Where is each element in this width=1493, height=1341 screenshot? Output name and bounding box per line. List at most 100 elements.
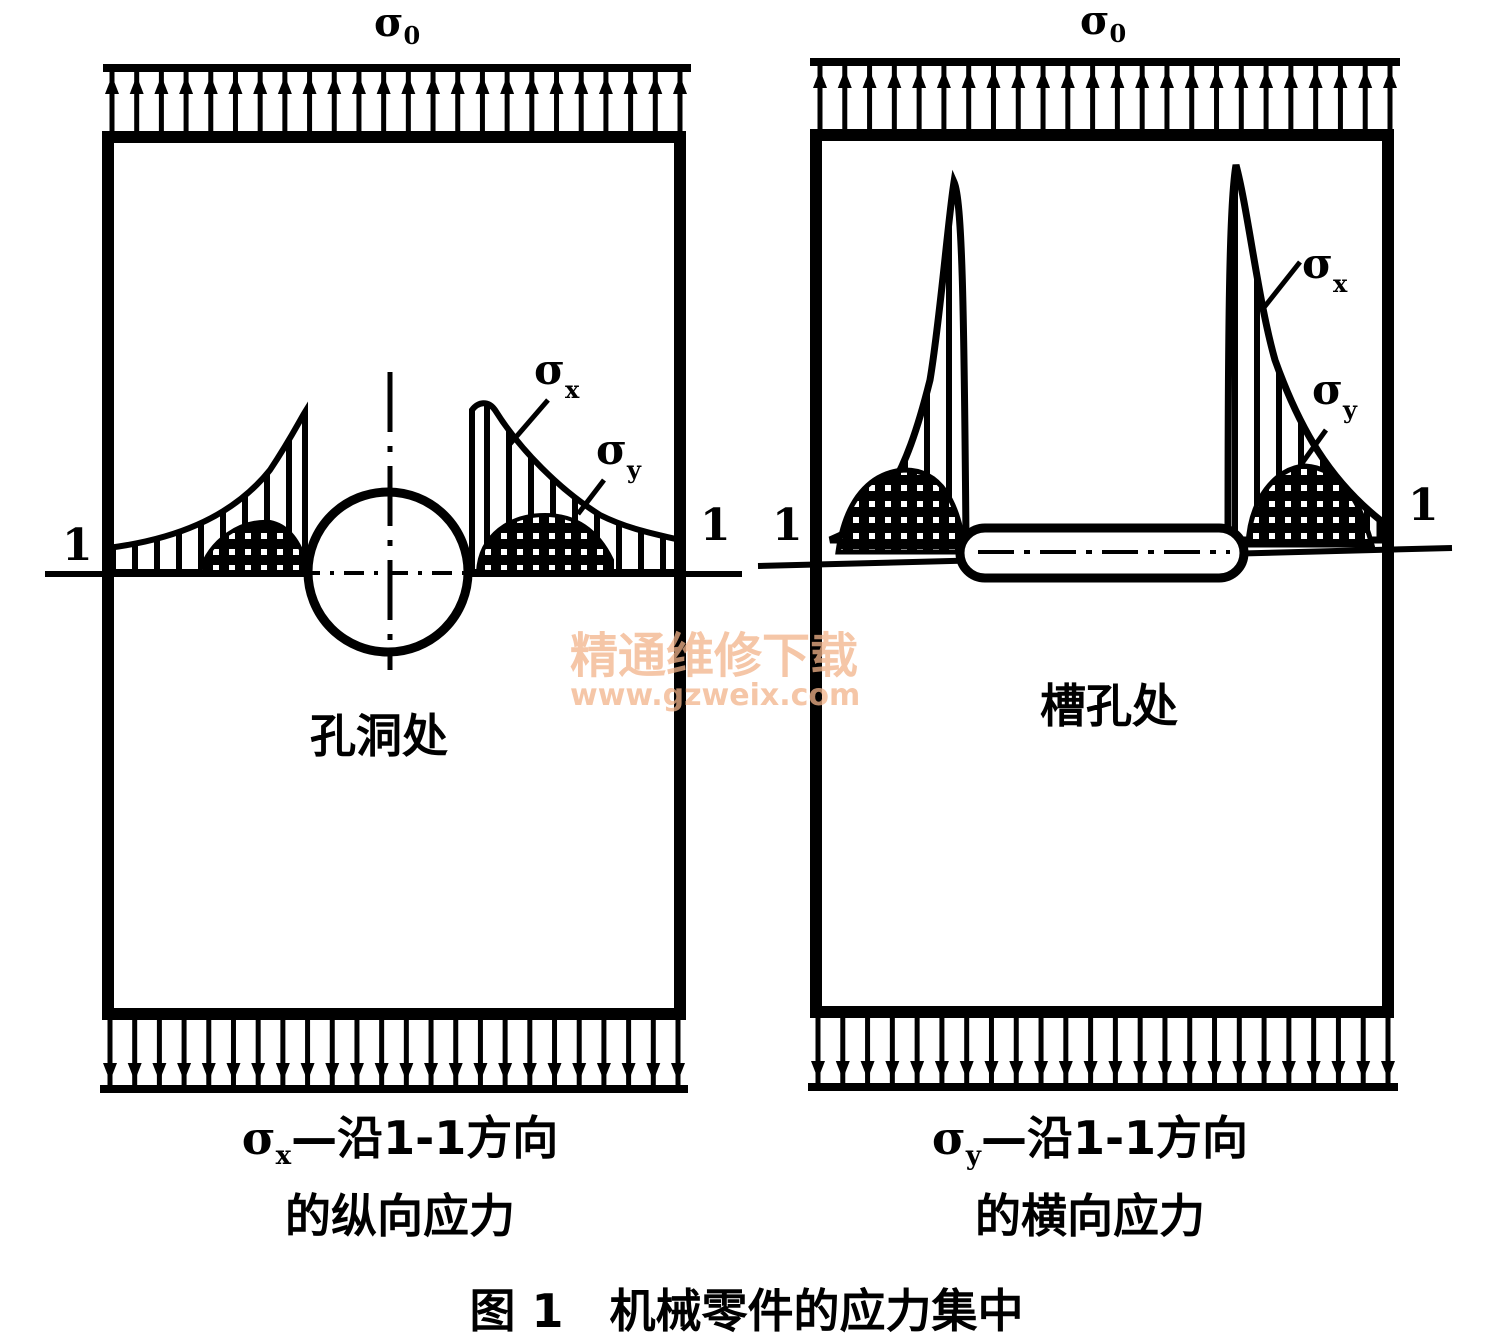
load-arrow-head: [228, 76, 243, 94]
load-arrow-head: [885, 1061, 900, 1079]
load-arrow-head: [959, 1061, 974, 1079]
right-plate: [810, 129, 1394, 1018]
right-caption-line1: σy—沿1-1方向: [840, 1108, 1340, 1186]
load-arrow-head: [1333, 70, 1348, 88]
load-arrow-head: [300, 1063, 315, 1081]
load-arrow-head: [986, 70, 1001, 88]
watermark: 精通维修下载 www.gzweix.com: [570, 628, 860, 713]
load-arrow-head: [349, 1063, 364, 1081]
right-sigma-y-leader: [1297, 428, 1329, 468]
load-arrow-head: [129, 76, 144, 94]
load-arrow-head: [1108, 1061, 1123, 1079]
right-sigma-x-leader: [1260, 260, 1302, 312]
load-arrow-head: [860, 1061, 875, 1079]
right-top-load-bar: [810, 58, 1400, 66]
right-panel: σ0 1 1 σx σy 槽孔处: [757, 0, 1453, 1091]
load-arrow-head: [103, 1063, 117, 1081]
load-arrow-head: [574, 76, 589, 94]
load-arrow-head: [399, 1063, 414, 1081]
load-arrow-head: [1331, 1061, 1346, 1079]
load-arrow-head: [1011, 70, 1026, 88]
left-section-label-right: 1: [700, 500, 731, 551]
load-arrow-head: [596, 1063, 611, 1081]
right-bottom-load-arrows: [811, 1016, 1395, 1083]
load-arrow-head: [547, 1063, 562, 1081]
left-caption-text1: —沿1-1方向: [291, 1111, 559, 1165]
load-arrow-head: [598, 76, 613, 94]
load-arrow-head: [623, 76, 638, 94]
load-arrow-head: [1133, 1061, 1148, 1079]
load-arrow-head: [1257, 1061, 1272, 1079]
load-arrow-head: [1058, 1061, 1073, 1079]
load-arrow-head: [862, 70, 877, 88]
load-arrow-head: [813, 70, 827, 88]
watermark-title: 精通维修下载: [570, 628, 858, 684]
load-arrow-head: [524, 76, 539, 94]
right-sigma-x-right-peak: [1224, 164, 1384, 544]
load-arrow-head: [1358, 70, 1373, 88]
load-arrow-head: [1209, 70, 1224, 88]
load-arrow-head: [351, 76, 366, 94]
right-section-label-left: 1: [772, 500, 803, 551]
load-arrow-head: [424, 1063, 439, 1081]
right-sigma-y-left-lobe: [835, 467, 968, 555]
load-arrow-head: [1232, 1061, 1247, 1079]
watermark-url: www.gzweix.com: [570, 678, 860, 713]
load-arrow-head: [1085, 70, 1100, 88]
load-arrow-head: [179, 76, 194, 94]
load-arrow-head: [1306, 1061, 1321, 1079]
left-top-load-bar: [103, 64, 691, 72]
load-arrow-head: [325, 1063, 340, 1081]
load-arrow-head: [201, 1063, 216, 1081]
left-section-label-left: 1: [62, 520, 93, 571]
load-arrow-head: [450, 76, 465, 94]
right-panel-caption: σy—沿1-1方向 的横向应力: [840, 1108, 1340, 1246]
load-arrow-head: [1083, 1061, 1098, 1079]
figure-caption: 图 1 机械零件的应力集中: [469, 1284, 1024, 1338]
load-arrow-head: [1356, 1061, 1371, 1079]
right-sigma-y-label: σy: [1312, 365, 1358, 424]
right-section-label-right: 1: [1408, 480, 1439, 531]
hole-region-label: 孔洞处: [310, 709, 448, 763]
load-arrow-head: [127, 1063, 142, 1081]
load-arrow-head: [1182, 1061, 1197, 1079]
right-load-label: σ0: [1080, 0, 1126, 48]
load-arrow-head: [912, 70, 927, 88]
right-sigma-x-label: σx: [1302, 239, 1348, 298]
load-arrow-head: [448, 1063, 463, 1081]
load-arrow-head: [498, 1063, 513, 1081]
load-arrow-head: [1110, 70, 1125, 88]
load-arrow-head: [1381, 1061, 1395, 1079]
load-arrow-head: [1234, 70, 1249, 88]
left-top-load-arrows: [105, 72, 687, 134]
load-arrow-head: [936, 70, 951, 88]
load-arrow-head: [1259, 70, 1274, 88]
load-arrow-head: [1036, 70, 1051, 88]
left-sigma-y-label: σy: [596, 425, 642, 484]
left-caption-line1: σx—沿1-1方向: [150, 1108, 650, 1186]
left-panel: σ0 1 1 σx σy 孔洞处: [45, 0, 742, 1093]
load-arrow-head: [401, 76, 416, 94]
left-bottom-load-arrows: [103, 1018, 685, 1085]
left-sigma-y-right-lobe: [475, 512, 614, 574]
load-arrow-head: [177, 1063, 192, 1081]
load-arrow-head: [671, 1063, 685, 1081]
load-arrow-head: [1281, 1061, 1296, 1079]
load-arrow-head: [648, 76, 663, 94]
right-caption-line2: 的横向应力: [975, 1189, 1205, 1244]
load-arrow-head: [105, 76, 119, 94]
load-arrow-head: [302, 76, 317, 94]
load-arrow-head: [1009, 1061, 1024, 1079]
left-bottom-load-bar: [100, 1085, 688, 1093]
load-arrow-head: [673, 76, 687, 94]
load-arrow-head: [837, 70, 852, 88]
left-panel-caption: σx—沿1-1方向 的纵向应力: [150, 1108, 650, 1246]
load-arrow-head: [203, 76, 218, 94]
load-arrow-head: [549, 76, 564, 94]
load-arrow-head: [376, 76, 391, 94]
left-sigma-y-leader: [576, 478, 606, 516]
load-arrow-head: [327, 76, 342, 94]
left-load-label: σ0: [374, 0, 420, 50]
load-arrow-head: [910, 1061, 925, 1079]
